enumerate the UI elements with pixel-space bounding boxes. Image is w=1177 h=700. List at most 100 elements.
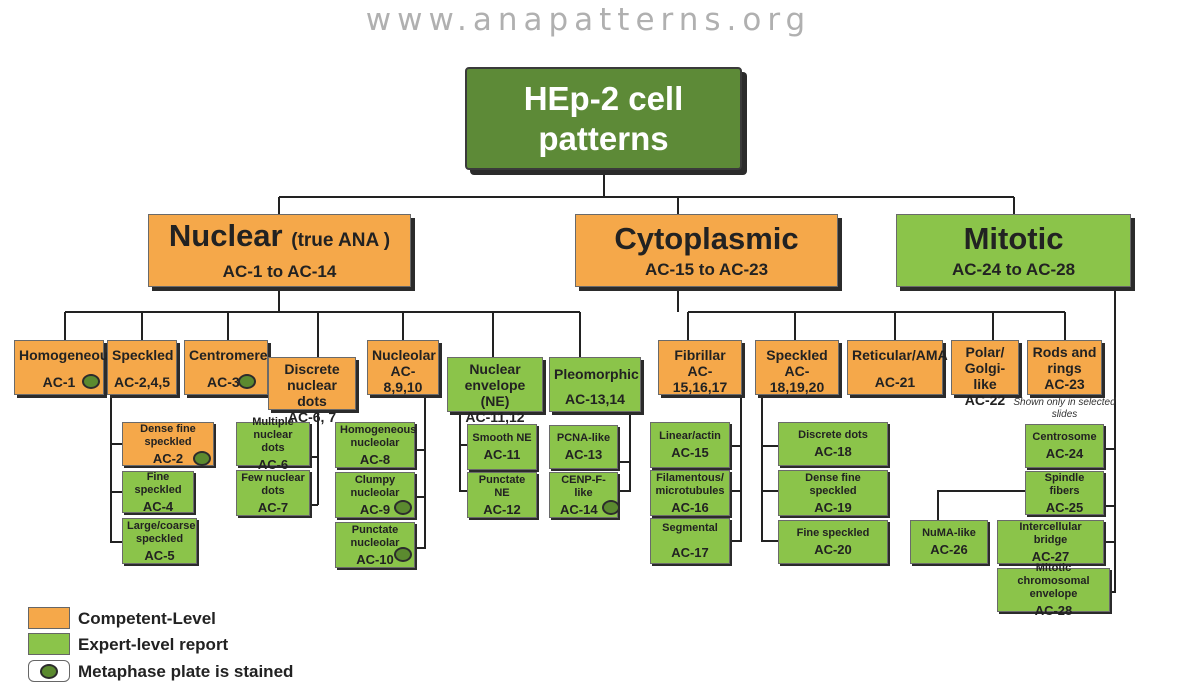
sub-label: Mitotic chromosomal envelope: [1017, 562, 1090, 600]
category-code: AC-21: [874, 374, 916, 390]
sub-code: AC-9: [359, 501, 391, 517]
category-label: Discrete nuclear dots: [284, 361, 340, 409]
sub-pcna-like: PCNA-like AC-13: [549, 425, 618, 469]
category-label: Speckled: [112, 347, 174, 363]
category-code: AC-8,9,10: [383, 363, 423, 395]
category-code: AC-23: [1044, 376, 1085, 392]
category-label: Nuclear envelope (NE): [464, 361, 526, 409]
cyto-polar-golgi: Polar/ Golgi-like AC-22: [951, 340, 1019, 408]
category-code: AC-2,4,5: [113, 374, 171, 390]
legend-competent-swatch: [28, 607, 70, 629]
sub-label: Punctate NE: [478, 473, 526, 499]
sub-label: Multiple nuclear dots: [252, 416, 294, 454]
nuclear-centromere: Centromere AC-3: [184, 340, 268, 395]
category-label: Speckled: [766, 347, 828, 363]
metaphase-icon: [394, 500, 412, 515]
nuclear-title: Nuclear: [168, 218, 283, 253]
sub-fine-speckled: Fine speckled AC-4: [122, 470, 194, 514]
legend-expert-label: Expert-level report: [78, 635, 229, 654]
sub-code: AC-15: [671, 445, 709, 460]
watermark: www.anapatterns.org: [365, 2, 812, 38]
category-label: Centromere: [189, 347, 268, 363]
sub-label: PCNA-like: [556, 432, 611, 444]
sub-label: Linear/actin: [659, 430, 721, 442]
sub-label: Segmental: [662, 522, 718, 534]
sub-segmental: Segmental AC-17: [650, 518, 730, 564]
sub-code: AC-8: [359, 451, 391, 467]
sub-label: Few nuclear dots: [241, 471, 305, 497]
sub-code: AC-14: [560, 501, 598, 517]
category-code: AC-1: [42, 374, 76, 390]
sub-label: Fine speckled: [134, 470, 182, 496]
sub-cenp-f-like: CENP-F-like AC-14: [549, 472, 618, 518]
sub-code: AC-11: [483, 447, 521, 462]
category-label: Rods and rings: [1032, 344, 1097, 376]
sub-code: AC-28: [1034, 603, 1073, 618]
cytoplasmic-range: AC-15 to AC-23: [644, 259, 769, 279]
sub-label: NuMA-like: [922, 527, 976, 539]
sub-label: Spindle fibers: [1044, 471, 1085, 497]
sub-label: Filamentous/ microtubules: [655, 471, 725, 497]
nuclear-pleomorphic: Pleomorphic AC-13,14: [549, 357, 641, 412]
mitotic-title: Mitotic: [963, 220, 1064, 256]
sub-code: AC-6: [257, 457, 289, 472]
sub-few-nuclear-dots: Few nuclear dots AC-7: [236, 470, 310, 516]
nuclear-range: AC-1 to AC-14: [222, 262, 337, 281]
sub-spindle-fibers: Spindle fibers AC-25: [1025, 471, 1104, 515]
sub-label: Centrosome: [1032, 431, 1097, 443]
sub-code: AC-16: [671, 499, 709, 515]
mitotic-node: Mitotic AC-24 to AC-28: [896, 214, 1131, 287]
category-code: AC-13,14: [565, 391, 625, 407]
cytoplasmic-node: Cytoplasmic AC-15 to AC-23: [575, 214, 838, 287]
sub-code: AC-24: [1045, 446, 1084, 461]
sub-label: Intercellular bridge: [1019, 520, 1082, 546]
sub-code: AC-13: [564, 447, 603, 462]
cytoplasmic-title: Cytoplasmic: [614, 220, 799, 256]
sub-code: AC-12: [483, 501, 521, 517]
category-label: Pleomorphic: [554, 366, 639, 382]
category-code: AC-11,12: [465, 409, 525, 425]
category-label: Homogeneous: [19, 347, 117, 363]
nuclear-title-note: (true ANA ): [291, 230, 391, 251]
legend-expert-swatch: [28, 633, 70, 655]
root-title-line2: patterns: [538, 119, 669, 157]
cyto-rods-rings: Rods and rings AC-23: [1027, 340, 1102, 395]
sub-filamentous-microtubules: Filamentous/ microtubules AC-16: [650, 470, 730, 516]
category-code: AC-3: [207, 374, 240, 390]
sub-code: AC-5: [144, 547, 175, 563]
sub-numa-like: NuMA-like AC-26: [910, 520, 988, 564]
sub-punctate-ne: Punctate NE AC-12: [467, 472, 537, 518]
sub-mitotic-chromosomal-envelope: Mitotic chromosomal envelope AC-28: [997, 562, 1110, 618]
nuclear-discrete-dots: Discrete nuclear dots AC-6, 7: [268, 357, 356, 425]
category-label: Polar/ Golgi-like: [964, 344, 1006, 392]
sub-label: Large/coarse speckled: [127, 519, 196, 545]
sub-label: Dense fine speckled: [805, 471, 861, 497]
legend-competent-label: Competent-Level: [78, 609, 216, 628]
sub-code: AC-19: [814, 499, 852, 515]
category-label: Fibrillar: [674, 347, 726, 363]
category-code: AC-22: [964, 392, 1006, 408]
sub-code: AC-4: [142, 498, 174, 514]
sub-intercellular-bridge: Intercellular bridge AC-27: [997, 520, 1104, 564]
sub-label: Dense fine speckled: [140, 422, 196, 448]
nuclear-node: Nuclear (true ANA ) AC-1 to AC-14: [148, 214, 411, 287]
category-code: AC-6, 7: [287, 409, 337, 425]
category-code: AC-18,19,20: [769, 363, 825, 395]
sub-code: AC-2: [152, 450, 184, 466]
category-code: AC-15,16,17: [672, 363, 728, 395]
sub-cyto-dense-fine-speckled: Dense fine speckled AC-19: [778, 470, 888, 516]
sub-label: Fine speckled: [796, 527, 870, 539]
sub-cyto-fine-speckled: Fine speckled AC-20: [778, 520, 888, 564]
sub-label: CENP-F-like: [561, 473, 606, 499]
sub-code: AC-17: [671, 545, 709, 560]
sub-homogeneous-nucleolar: Homogeneous nucleolar AC-8: [335, 422, 416, 468]
nuclear-envelope: Nuclear envelope (NE) AC-11,12: [447, 357, 543, 425]
root-title-line1: HEp-2 cell: [523, 79, 684, 117]
sub-code: AC-18: [814, 444, 852, 459]
cyto-reticular-ama: Reticular/AMA AC-21: [847, 340, 948, 395]
sub-label: Discrete dots: [798, 429, 868, 441]
sub-multiple-nuclear-dots: Multiple nuclear dots AC-6: [236, 416, 310, 472]
metaphase-icon: [394, 547, 412, 562]
mitotic-range: AC-24 to AC-28: [951, 259, 1076, 279]
